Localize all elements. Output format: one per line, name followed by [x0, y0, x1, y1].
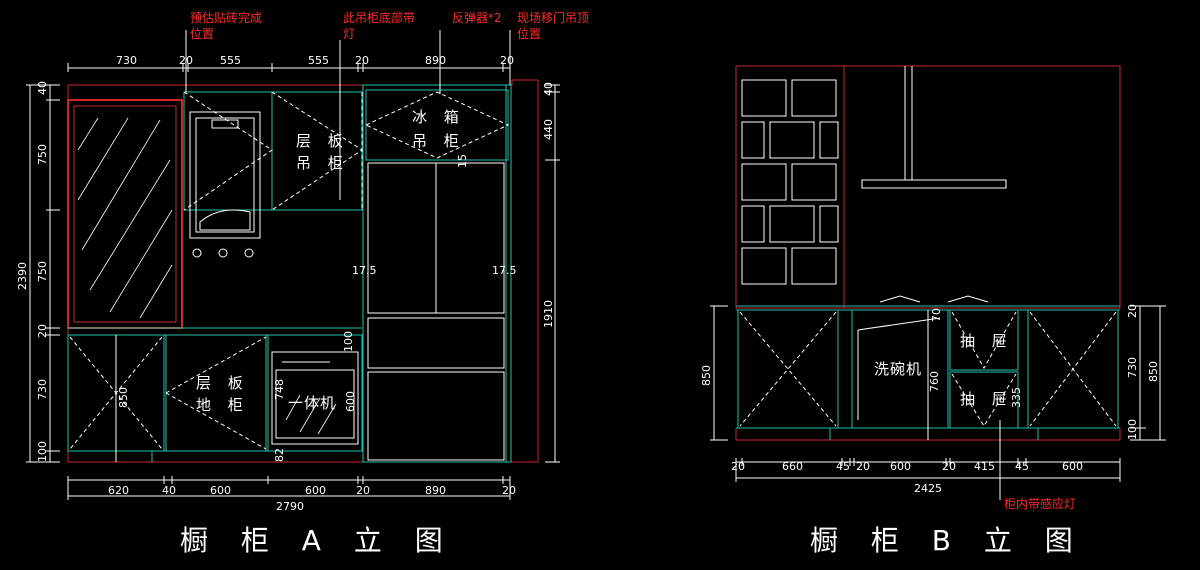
dim-top: 555 — [308, 54, 329, 67]
dim-right: 40 — [542, 82, 555, 96]
dim-inner: 748 — [273, 379, 286, 400]
dim-left: 20 — [36, 324, 49, 338]
dim-b-inner: 70 — [930, 308, 943, 322]
dim-b-bottom: 20 — [731, 460, 745, 473]
dim-inner: 82 — [273, 448, 286, 462]
dim-bottom: 620 — [108, 484, 129, 497]
label-shelf-base-2: 地 柜 — [196, 396, 249, 414]
label-fridge-wall-2: 吊 柜 — [412, 132, 465, 150]
dim-bottom: 20 — [502, 484, 516, 497]
drawing-a-title: 橱 柜 A 立 图 — [180, 524, 455, 557]
note-rebounder: 反弹器*2 — [452, 11, 502, 25]
note-wall-light: 此吊柜底部带 — [343, 10, 415, 25]
dim-total-width: 2790 — [276, 500, 304, 513]
dim-top: 890 — [425, 54, 446, 67]
dim-b-right: 100 — [1126, 419, 1139, 440]
dim-bottom: 600 — [210, 484, 231, 497]
dim-b-right-total: 850 — [1147, 361, 1160, 382]
dim-bottom: 890 — [425, 484, 446, 497]
dim-inner: 600 — [344, 391, 357, 412]
note-sliding-door-2: 位置 — [517, 26, 541, 41]
dim-bottom: 600 — [305, 484, 326, 497]
dim-b-total: 2425 — [914, 482, 942, 495]
dim-left: 730 — [36, 379, 49, 400]
dim-b-bottom: 660 — [782, 460, 803, 473]
note-wall-light-2: 灯 — [343, 27, 355, 41]
dim-inner: 850 — [117, 387, 130, 408]
dim-b-right: 20 — [1126, 304, 1139, 318]
dim-b-inner: 335 — [1010, 387, 1023, 408]
label-shelf-wall: 层 板 — [296, 132, 349, 150]
dim-right: 440 — [542, 119, 555, 140]
dim-b-bottom: 45 — [1015, 460, 1029, 473]
label-shelf-wall-2: 吊 柜 — [296, 154, 349, 172]
dim-top: 20 — [500, 54, 514, 67]
dim-b-bottom: 20 — [856, 460, 870, 473]
dim-inner: 17.5 — [492, 264, 517, 277]
dim-b-bottom: 45 — [836, 460, 850, 473]
label-shelf-base: 层 板 — [196, 374, 249, 392]
dim-overall-height: 2390 — [16, 262, 29, 290]
dim-left: 40 — [36, 81, 49, 95]
dim-bottom: 40 — [162, 484, 176, 497]
drawing-b-text: 20 660 45 20 600 20 415 45 600 2425 850 … — [700, 304, 1160, 557]
dim-top: 20 — [179, 54, 193, 67]
dim-top: 20 — [355, 54, 369, 67]
note-sliding-door: 现场移门吊顶 — [517, 10, 589, 25]
dim-left: 750 — [36, 261, 49, 282]
dim-left: 100 — [36, 441, 49, 462]
drawing-a-text: 预估贴砖完成 位置 此吊柜底部带 灯 反弹器*2 现场移门吊顶 位置 730 2… — [16, 10, 589, 557]
dim-b-bottom: 600 — [890, 460, 911, 473]
note-tile-line-2: 位置 — [190, 26, 214, 41]
drawing-b-title: 橱 柜 B 立 图 — [810, 524, 1085, 557]
note-tile-line: 预估贴砖完成 — [190, 10, 262, 25]
label-drawer-1: 抽 屉 — [960, 332, 1013, 350]
dim-b-right: 730 — [1126, 357, 1139, 378]
dim-b-left: 850 — [700, 365, 713, 386]
dim-b-bottom: 600 — [1062, 460, 1083, 473]
dim-b-bottom: 415 — [974, 460, 995, 473]
dim-top: 555 — [220, 54, 241, 67]
dim-top: 730 — [116, 54, 137, 67]
dim-b-bottom: 20 — [942, 460, 956, 473]
dim-inner: 15 — [456, 154, 469, 168]
note-sensor-light: 柜内带感应灯 — [1004, 496, 1076, 511]
dim-b-inner: 760 — [928, 371, 941, 392]
label-dishwasher: 洗碗机 — [874, 360, 922, 378]
dim-inner: 100 — [342, 331, 355, 352]
drawing-b — [710, 65, 1166, 500]
label-oven: 一体机 — [288, 394, 336, 412]
label-fridge-wall: 冰 箱 — [412, 108, 465, 126]
label-drawer-2: 抽 屉 — [960, 390, 1013, 408]
dim-left: 750 — [36, 144, 49, 165]
drawing-a — [26, 30, 560, 500]
dim-right-tall: 1910 — [542, 300, 555, 328]
dim-bottom: 20 — [356, 484, 370, 497]
dim-inner: 17.5 — [352, 264, 377, 277]
